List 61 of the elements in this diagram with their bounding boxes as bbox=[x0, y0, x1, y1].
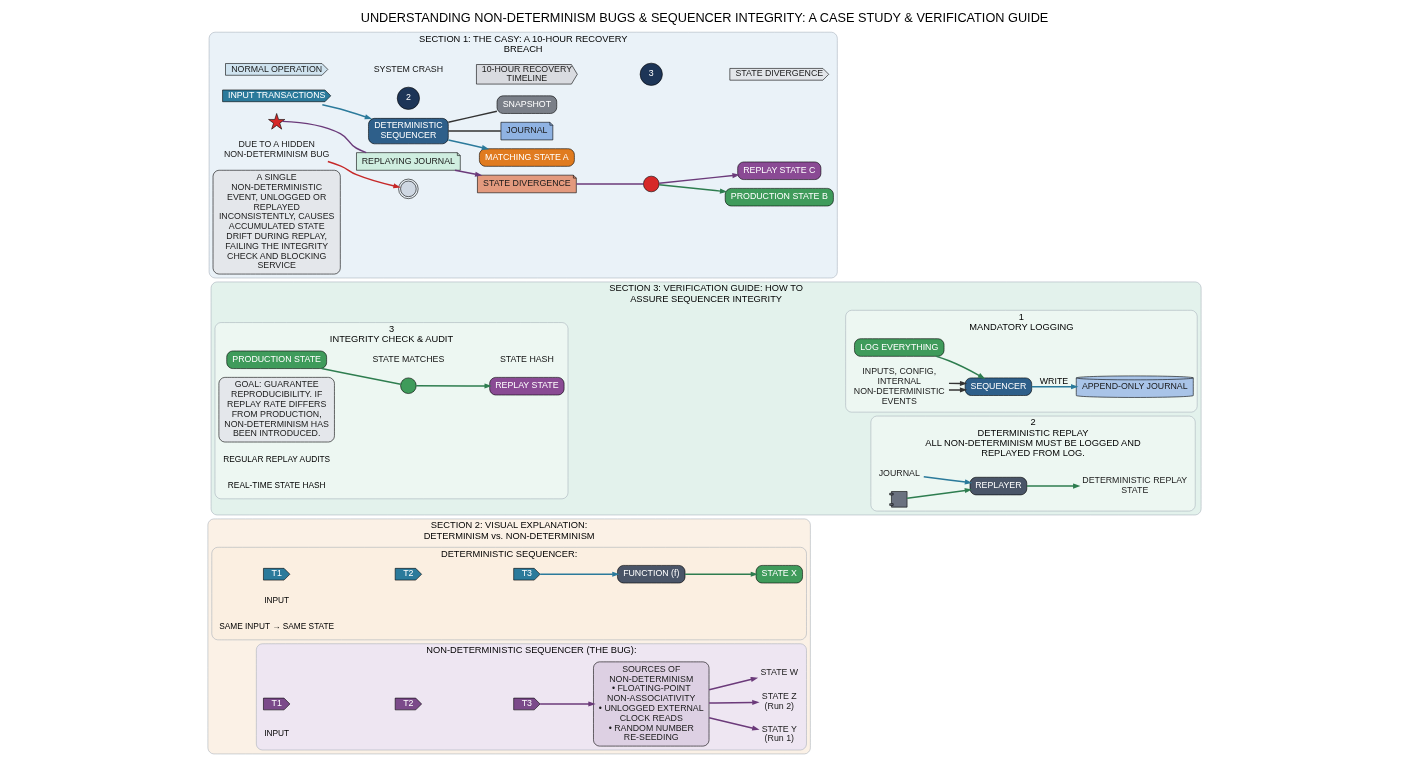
arrow bbox=[707, 699, 760, 705]
node-box: GOAL: GUARANTEE REPRODUCIBILITY. IF REPLAY RATE DIFFERS FROM PRODUCTION, NON-DETERMINISM HAS BEEN INTRODUCED. bbox=[218, 377, 335, 443]
arrow bbox=[657, 184, 727, 194]
arrow bbox=[321, 103, 372, 120]
label: REAL-TIME STATE HASH bbox=[227, 480, 325, 491]
node-box: FUNCTION (f) bbox=[616, 565, 685, 584]
diagram-title: UNDERSTANDING NON-DETERMINISM BUGS & SEQUENCER INTEGRITY: A CASE STUDY & VERIFICATION GUIDE bbox=[360, 10, 1048, 26]
label: INPUT bbox=[263, 727, 289, 738]
node-box: PRODUCTION STATE bbox=[225, 350, 327, 369]
node-label: SYSTEM CRASH bbox=[373, 63, 443, 74]
arrow bbox=[947, 387, 967, 393]
node-star bbox=[267, 113, 285, 130]
node-text: STATE W bbox=[759, 666, 798, 677]
connector bbox=[575, 183, 644, 185]
arrow bbox=[707, 716, 760, 731]
node-box: DETERMINISTIC SEQUENCER bbox=[367, 118, 449, 145]
node-circle bbox=[642, 175, 659, 193]
node-circle: 2 bbox=[396, 86, 420, 110]
node-box: PRODUCTION STATE B bbox=[724, 188, 834, 207]
node-box: REPLAY STATE C bbox=[736, 161, 821, 180]
arrow bbox=[1030, 384, 1078, 390]
arrow bbox=[1025, 483, 1080, 489]
node-label: STATE MATCHES bbox=[371, 354, 444, 365]
node-text: INPUTS, CONFIG, INTERNAL NON-DETERMINISTIC EVENTS bbox=[853, 366, 945, 406]
node-circle bbox=[399, 377, 416, 394]
arrow bbox=[683, 571, 758, 577]
label: REGULAR REPLAY AUDITS bbox=[222, 453, 330, 464]
node-box: SOURCES OF NON-DETERMINISM • FLOATING-POINT NON-ASSOCIATIVITY • UNLOGGED EXTERNAL CLOCK READS • RANDOM NUMBER RE-SEEDING bbox=[592, 661, 709, 747]
label: SAME INPUT → SAME STATE bbox=[218, 621, 334, 632]
node-label: STATE HASH bbox=[499, 353, 554, 364]
arrow bbox=[538, 701, 596, 707]
node-box: LOG EVERYTHING bbox=[853, 338, 944, 357]
node-box: SEQUENCER bbox=[964, 377, 1032, 396]
node-text: STATE Z (Run 2) bbox=[761, 691, 797, 712]
node-circle: 3 bbox=[639, 62, 663, 86]
node-box: SNAPSHOT bbox=[496, 95, 557, 114]
connector bbox=[447, 130, 502, 132]
arrow bbox=[657, 173, 740, 184]
node-text: STATE Y (Run 1) bbox=[761, 723, 797, 744]
node-box: STATE X bbox=[755, 565, 803, 584]
node-text: JOURNAL bbox=[878, 468, 920, 478]
connector bbox=[281, 120, 367, 154]
edge-label: WRITE bbox=[1039, 375, 1068, 386]
arrow bbox=[447, 139, 489, 151]
arrow bbox=[707, 677, 758, 691]
arrow bbox=[453, 169, 482, 177]
arrow bbox=[415, 383, 492, 389]
node-box: REPLAYER bbox=[969, 477, 1027, 496]
node-box: REPLAY STATE bbox=[488, 377, 564, 396]
arrow bbox=[905, 488, 972, 500]
connector bbox=[447, 110, 498, 123]
arrow bbox=[326, 160, 401, 189]
node-text: DUE TO A HIDDEN NON-DETERMINISM BUG bbox=[223, 138, 329, 159]
arrow bbox=[538, 571, 620, 577]
arrow bbox=[935, 355, 985, 379]
connector bbox=[320, 367, 401, 385]
node-text: DETERMINISTIC REPLAY STATE bbox=[1081, 475, 1187, 496]
node-box: MATCHING STATE A bbox=[478, 148, 575, 167]
label: INPUT bbox=[263, 594, 289, 605]
arrow bbox=[922, 476, 972, 485]
node-box: A SINGLE NON-DETERMINISTIC EVENT, UNLOGGED OR REPLAYED INCONSISTENTLY, CAUSES ACCUMULATED STATE DRIFT DURING REPLAY, FAILING THE INTEGRITY CHECK AND BLOCKING SERVICE bbox=[212, 169, 341, 275]
